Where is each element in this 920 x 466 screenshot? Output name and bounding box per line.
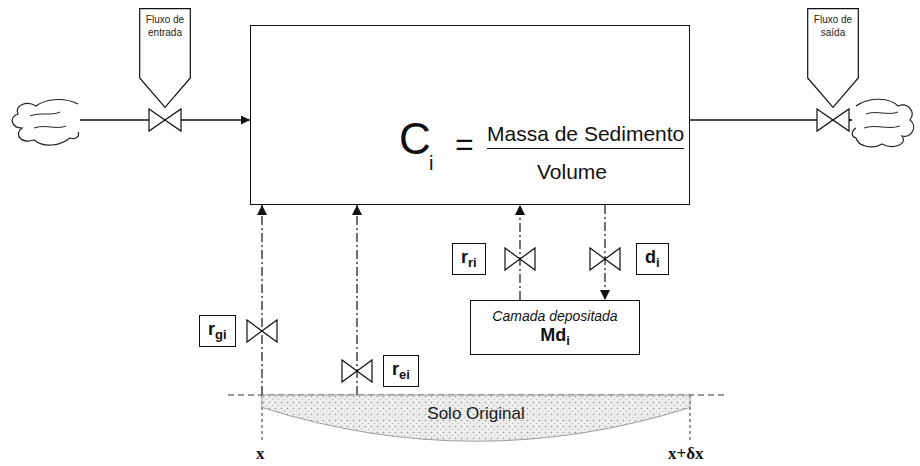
area-label: Solo Original <box>262 403 690 424</box>
soil-hatch-area <box>262 395 690 441</box>
tag-outline <box>140 9 191 108</box>
equation-sign: = <box>455 126 474 163</box>
original-soil-area: Solo Original <box>262 395 690 445</box>
subscript: ei <box>399 367 410 382</box>
flow-label-tag: Fluxo de entrada <box>139 8 191 108</box>
subscript: ri <box>468 255 477 270</box>
valve-symbol <box>342 360 372 382</box>
sediment-reservoir-box: Ci = Massa de SedimentoVolume <box>250 25 690 205</box>
fraction-term: Massa de Sedimento <box>487 122 684 149</box>
flux-connector <box>604 205 605 300</box>
flow-label: Fluxo de entrada <box>142 14 188 39</box>
position-label: x+δx <box>668 444 704 464</box>
flux-connector <box>356 205 357 395</box>
rate-symbol: Md <box>540 325 566 345</box>
concentration-symbol: i <box>429 152 433 175</box>
subscript: gi <box>215 327 227 342</box>
subscript: i <box>566 333 570 348</box>
fraction-term: Volume <box>537 160 607 184</box>
deposited-layer-box: Camada depositadaMdi <box>470 300 640 355</box>
rate-symbol: r <box>208 319 215 339</box>
flux-connector <box>261 205 262 395</box>
cloud-symbol <box>864 112 900 128</box>
flow-label: Fluxo de saída <box>810 14 856 39</box>
flux-connector <box>519 205 520 300</box>
position-label: x <box>256 444 265 464</box>
valve-symbol <box>817 109 849 131</box>
rate-box: rei <box>383 355 419 387</box>
valve-symbol <box>505 248 535 270</box>
tag-outline <box>808 9 859 108</box>
valve-symbol <box>247 320 277 342</box>
rate-box: di <box>636 243 669 275</box>
concentration-symbol: C <box>399 114 431 165</box>
rate-box: rgi <box>199 315 236 347</box>
rate-symbol: r <box>461 247 468 267</box>
subscript: i <box>656 255 660 270</box>
valve-symbol <box>590 248 620 270</box>
cloud-symbol <box>30 112 66 128</box>
valve-symbol <box>149 109 181 131</box>
rate-box: rri <box>452 243 486 275</box>
cloud-symbol <box>12 100 78 146</box>
rate-symbol: r <box>392 359 399 379</box>
rate-symbol: d <box>645 247 656 267</box>
flow-label-tag: Fluxo de saída <box>807 8 859 108</box>
cloud-symbol <box>852 99 913 147</box>
layer-label: Camada depositada <box>492 308 617 324</box>
